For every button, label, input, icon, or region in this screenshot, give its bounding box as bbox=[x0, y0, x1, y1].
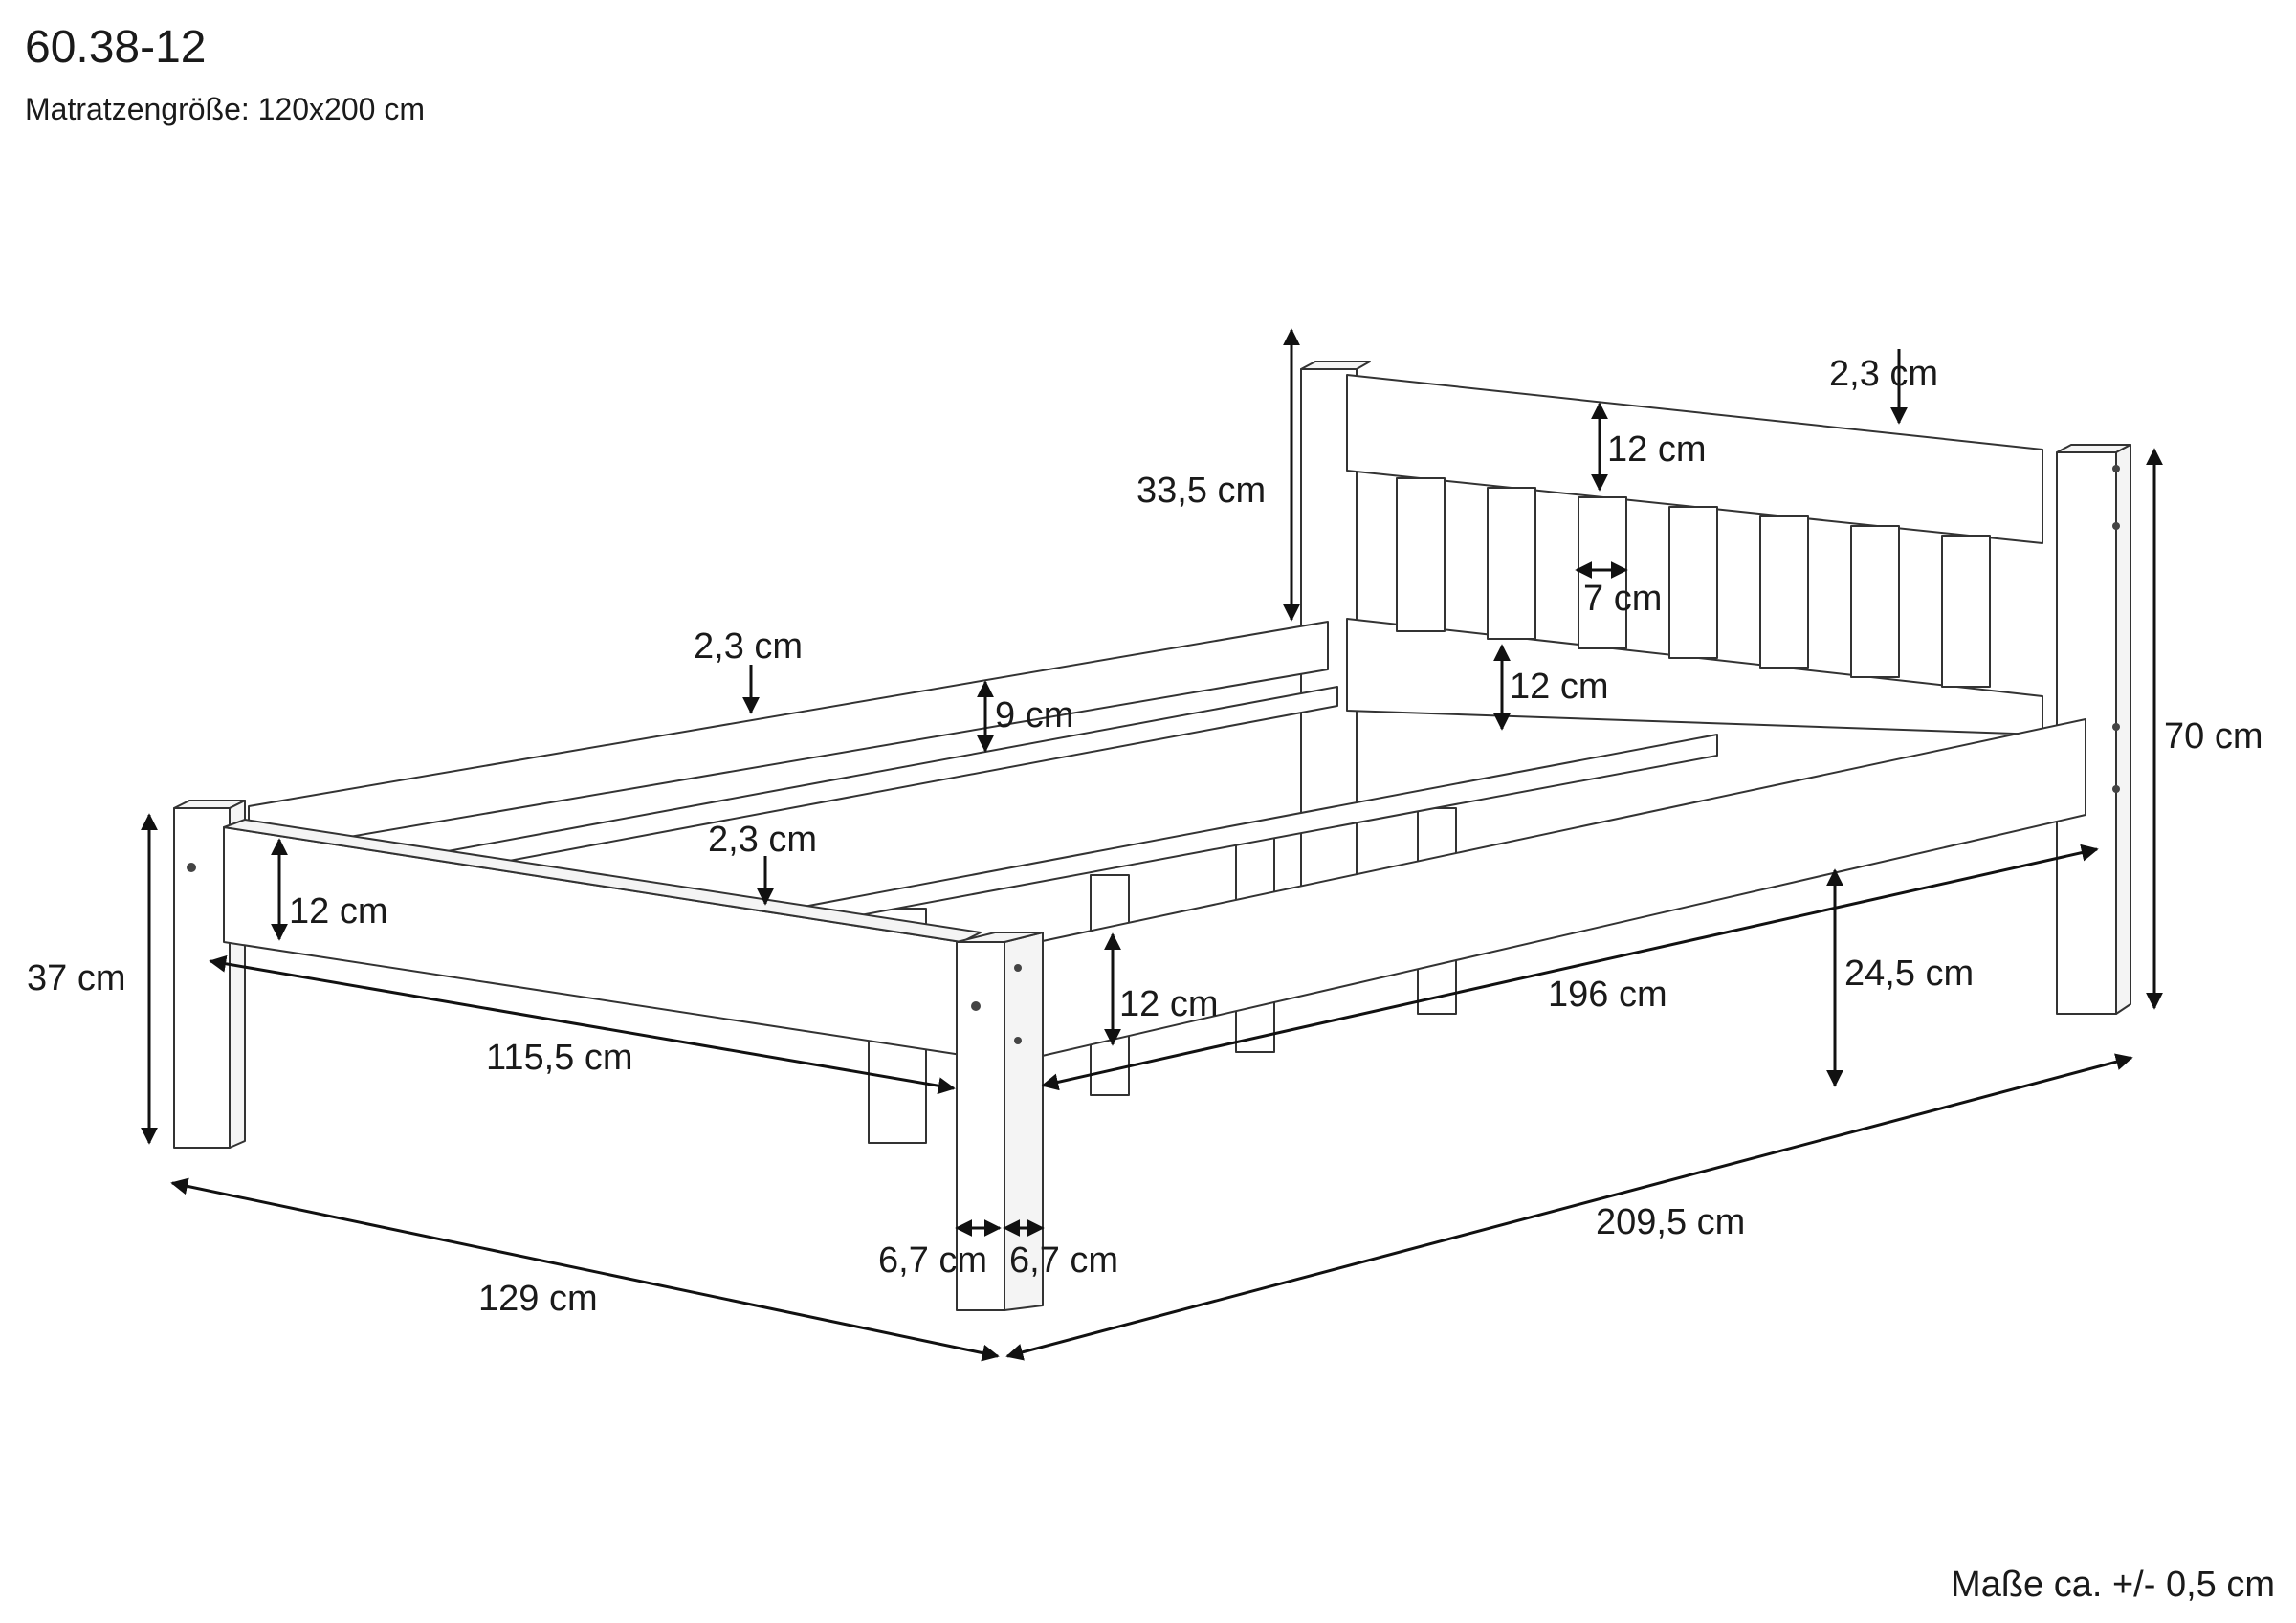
dim-total-width: 129 cm bbox=[478, 1279, 598, 1319]
mattress-size: Matratzengröße: 120x200 cm bbox=[25, 92, 425, 126]
foot-left-post bbox=[173, 807, 231, 1149]
dim-side-rail-thickness: 2,3 cm bbox=[694, 626, 803, 667]
headboard-slats bbox=[1396, 477, 1991, 688]
dim-post-width-b: 6,7 cm bbox=[1009, 1240, 1118, 1281]
dim-underbed-clearance: 24,5 cm bbox=[1844, 954, 1974, 994]
dim-headboard-top-thickness: 2,3 cm bbox=[1829, 354, 1938, 394]
dimension-lines bbox=[141, 328, 2163, 1362]
dim-foot-height: 37 cm bbox=[27, 958, 125, 998]
headboard bbox=[1300, 361, 2131, 1015]
product-code: 60.38-12 bbox=[25, 22, 207, 73]
dim-headboard-lower-rail: 12 cm bbox=[1510, 667, 1608, 707]
dimension-labels: 2,3 cm 12 cm 33,5 cm 7 cm 12 cm 70 cm 2,… bbox=[27, 354, 2263, 1319]
dim-post-width-a: 6,7 cm bbox=[878, 1240, 987, 1281]
dim-side-rail-front: 12 cm bbox=[1119, 984, 1218, 1024]
dim-side-rail-height: 9 cm bbox=[995, 695, 1073, 735]
dim-slat-width: 7 cm bbox=[1583, 579, 1662, 619]
dim-headboard-post-above-rail: 33,5 cm bbox=[1137, 471, 1266, 511]
dim-total-height: 70 cm bbox=[2164, 716, 2263, 757]
dim-inner-length: 196 cm bbox=[1548, 975, 1667, 1015]
dim-total-length: 209,5 cm bbox=[1596, 1202, 1745, 1242]
dim-inner-width: 115,5 cm bbox=[486, 1038, 632, 1078]
dim-slat-batten-thickness: 2,3 cm bbox=[708, 820, 817, 860]
dim-headboard-top-rail: 12 cm bbox=[1607, 429, 1706, 470]
headboard-top-rail bbox=[1346, 374, 2043, 544]
foot-rail bbox=[223, 826, 962, 1056]
dim-foot-rail-height: 12 cm bbox=[289, 891, 387, 932]
tolerance-note: Maße ca. +/- 0,5 cm bbox=[1951, 1565, 2275, 1605]
